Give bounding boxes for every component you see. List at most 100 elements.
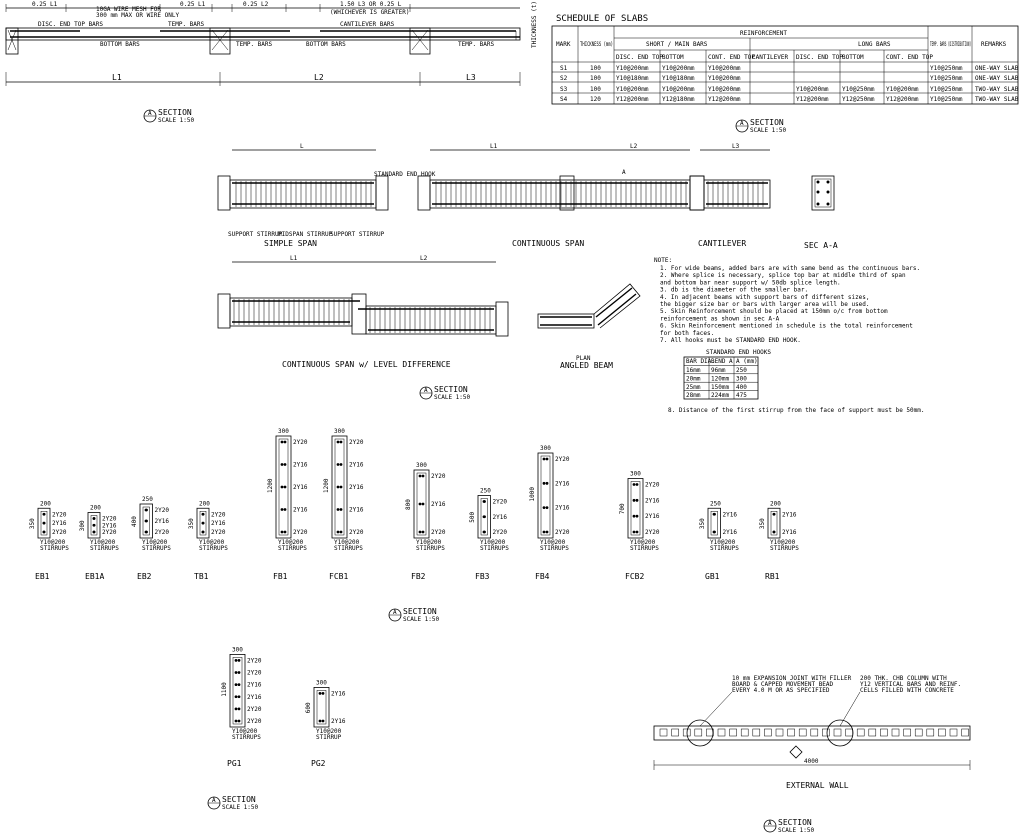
height-dim: 350 <box>188 518 195 529</box>
span-label: L2 <box>314 73 324 82</box>
row-cell: Y12@200mm <box>796 96 829 103</box>
bar-label: 2Y16 <box>782 511 797 518</box>
row-cell: Y10@200mm <box>886 86 919 93</box>
height-dim: 1100 <box>221 682 228 697</box>
rebar-dot <box>483 515 486 519</box>
beam-outline <box>707 507 721 539</box>
row-thickness: 100 <box>590 86 601 93</box>
stirrup-spec: Y10@200 <box>480 539 506 546</box>
hook-cell: 20mm <box>686 375 701 382</box>
bar-label: 2Y20 <box>102 529 117 536</box>
row-cell: Y12@200mm <box>708 96 741 103</box>
wall-cell <box>752 728 761 737</box>
note-item: 7. All hooks must be STANDARD END HOOK. <box>660 337 801 344</box>
sub-header: CANTILEVER <box>752 54 789 61</box>
row-cell: Y12@200mm <box>616 96 649 103</box>
row-cell: Y10@250mm <box>930 96 963 103</box>
rebar-dot <box>542 530 546 534</box>
col-header: REINFORCEMENT <box>740 30 787 37</box>
beam-sections: 2Y202Y162Y20200350Y10@200STIRRUPSEB12Y20… <box>29 428 799 581</box>
bar-label: 2Y20 <box>247 657 262 664</box>
detail-caption: SEC A-A <box>804 241 838 250</box>
width-dim: 200 <box>40 500 51 507</box>
row-cell: Y10@200mm <box>662 65 695 72</box>
section-title: SECTION <box>222 795 256 804</box>
rebar-dot <box>234 671 238 674</box>
stirrup-spec: STIRRUPS <box>416 545 445 552</box>
section-letter: A <box>393 609 397 616</box>
bar-label: 2Y20 <box>247 670 262 677</box>
bar-label: 2Y16 <box>555 505 570 512</box>
section-letter: A <box>148 110 152 117</box>
rebar-dot <box>421 530 425 534</box>
bar-label: 2Y16 <box>293 462 308 469</box>
col-header: SHORT / MAIN BARS <box>646 41 708 48</box>
stirrup-spec: Y10@200 <box>40 539 66 546</box>
rebar-dot <box>339 440 343 444</box>
bar-label: CANTILEVER BARS <box>340 21 395 28</box>
section-title: SECTION <box>750 118 784 127</box>
rebar-dot <box>635 530 639 534</box>
wall-cell <box>880 728 888 737</box>
bar-label: 2Y16 <box>102 522 117 529</box>
rebar-dot <box>632 498 636 502</box>
beam-outline <box>275 435 292 539</box>
section-scale: SCALE 1:50 <box>434 394 471 401</box>
row-cell: Y12@200mm <box>886 96 919 103</box>
wall-cell <box>740 728 749 737</box>
stirrup-spec: Y10@200 <box>142 539 168 546</box>
bar-label: 2Y16 <box>349 484 364 491</box>
row-thickness: 120 <box>590 96 601 103</box>
stirrup-outline <box>278 438 289 536</box>
height-dim: 1000 <box>529 487 536 502</box>
wall-cell <box>787 728 795 737</box>
col-header: MARK <box>556 41 571 48</box>
rebar-dot <box>545 457 549 461</box>
wall-cell <box>949 728 958 737</box>
wall-caption: EXTERNAL WALL <box>786 781 849 790</box>
wall-cell <box>914 728 923 737</box>
rebar-dot <box>542 457 546 461</box>
sec-aa-detail: SEC A-A <box>804 175 838 250</box>
bar-label: 2Y20 <box>155 507 170 514</box>
width-dim: 300 <box>334 428 345 435</box>
wall-cell <box>682 728 691 737</box>
note: 300 mm MAX OR WIRE ONLY <box>96 12 179 19</box>
stirrup-outline <box>770 511 778 536</box>
bar-label: 2Y16 <box>349 507 364 514</box>
beam-section-pg1: 2Y202Y202Y162Y162Y202Y203001100Y10@200ST… <box>221 646 262 768</box>
section-mark: A SECTION SCALE 1:50 <box>419 385 471 401</box>
beam-details: L SUPPORT STIRRUP MIDSPAN STIRRUP SUPPOR… <box>217 143 838 370</box>
wall-cell <box>706 728 714 737</box>
beam-section-fb1: 2Y202Y162Y162Y162Y203001200Y10@200STIRRU… <box>267 428 308 581</box>
stirrup-outline <box>540 455 551 536</box>
note-item: reinforcement as shown in sec A-A <box>660 315 780 322</box>
section-scale: SCALE 1:50 <box>222 804 259 811</box>
beam-name: FB3 <box>475 572 490 581</box>
stirrup-spec: Y10@200 <box>710 539 736 546</box>
bar-label: 2Y20 <box>645 482 660 489</box>
section-mark: A SECTION SCALE 1:50 <box>388 607 440 623</box>
rebar-dot <box>772 512 776 516</box>
bar-label: 2Y16 <box>331 690 346 697</box>
bar-label: 2Y20 <box>493 529 508 536</box>
section-cut: A <box>622 169 626 176</box>
stirrup-spec: STIRRUPS <box>710 545 739 552</box>
rebar-dot <box>283 463 287 466</box>
wall-cell <box>833 728 842 737</box>
schedule-title: SCHEDULE OF SLABS <box>556 14 648 24</box>
note-item: 4. In adjacent beams with support bars o… <box>660 294 870 301</box>
bar-label: 2Y20 <box>247 718 262 725</box>
stirrup-spec: Y10@200 <box>278 539 304 546</box>
width-dim: 200 <box>199 500 210 507</box>
row-mark: S2 <box>560 75 568 82</box>
rebar-dot <box>283 508 287 511</box>
bar-label: 2Y16 <box>349 462 364 469</box>
stirrup-spec: STIRRUPS <box>40 545 69 552</box>
width-dim: 300 <box>540 445 551 452</box>
beam-outline <box>87 512 101 539</box>
